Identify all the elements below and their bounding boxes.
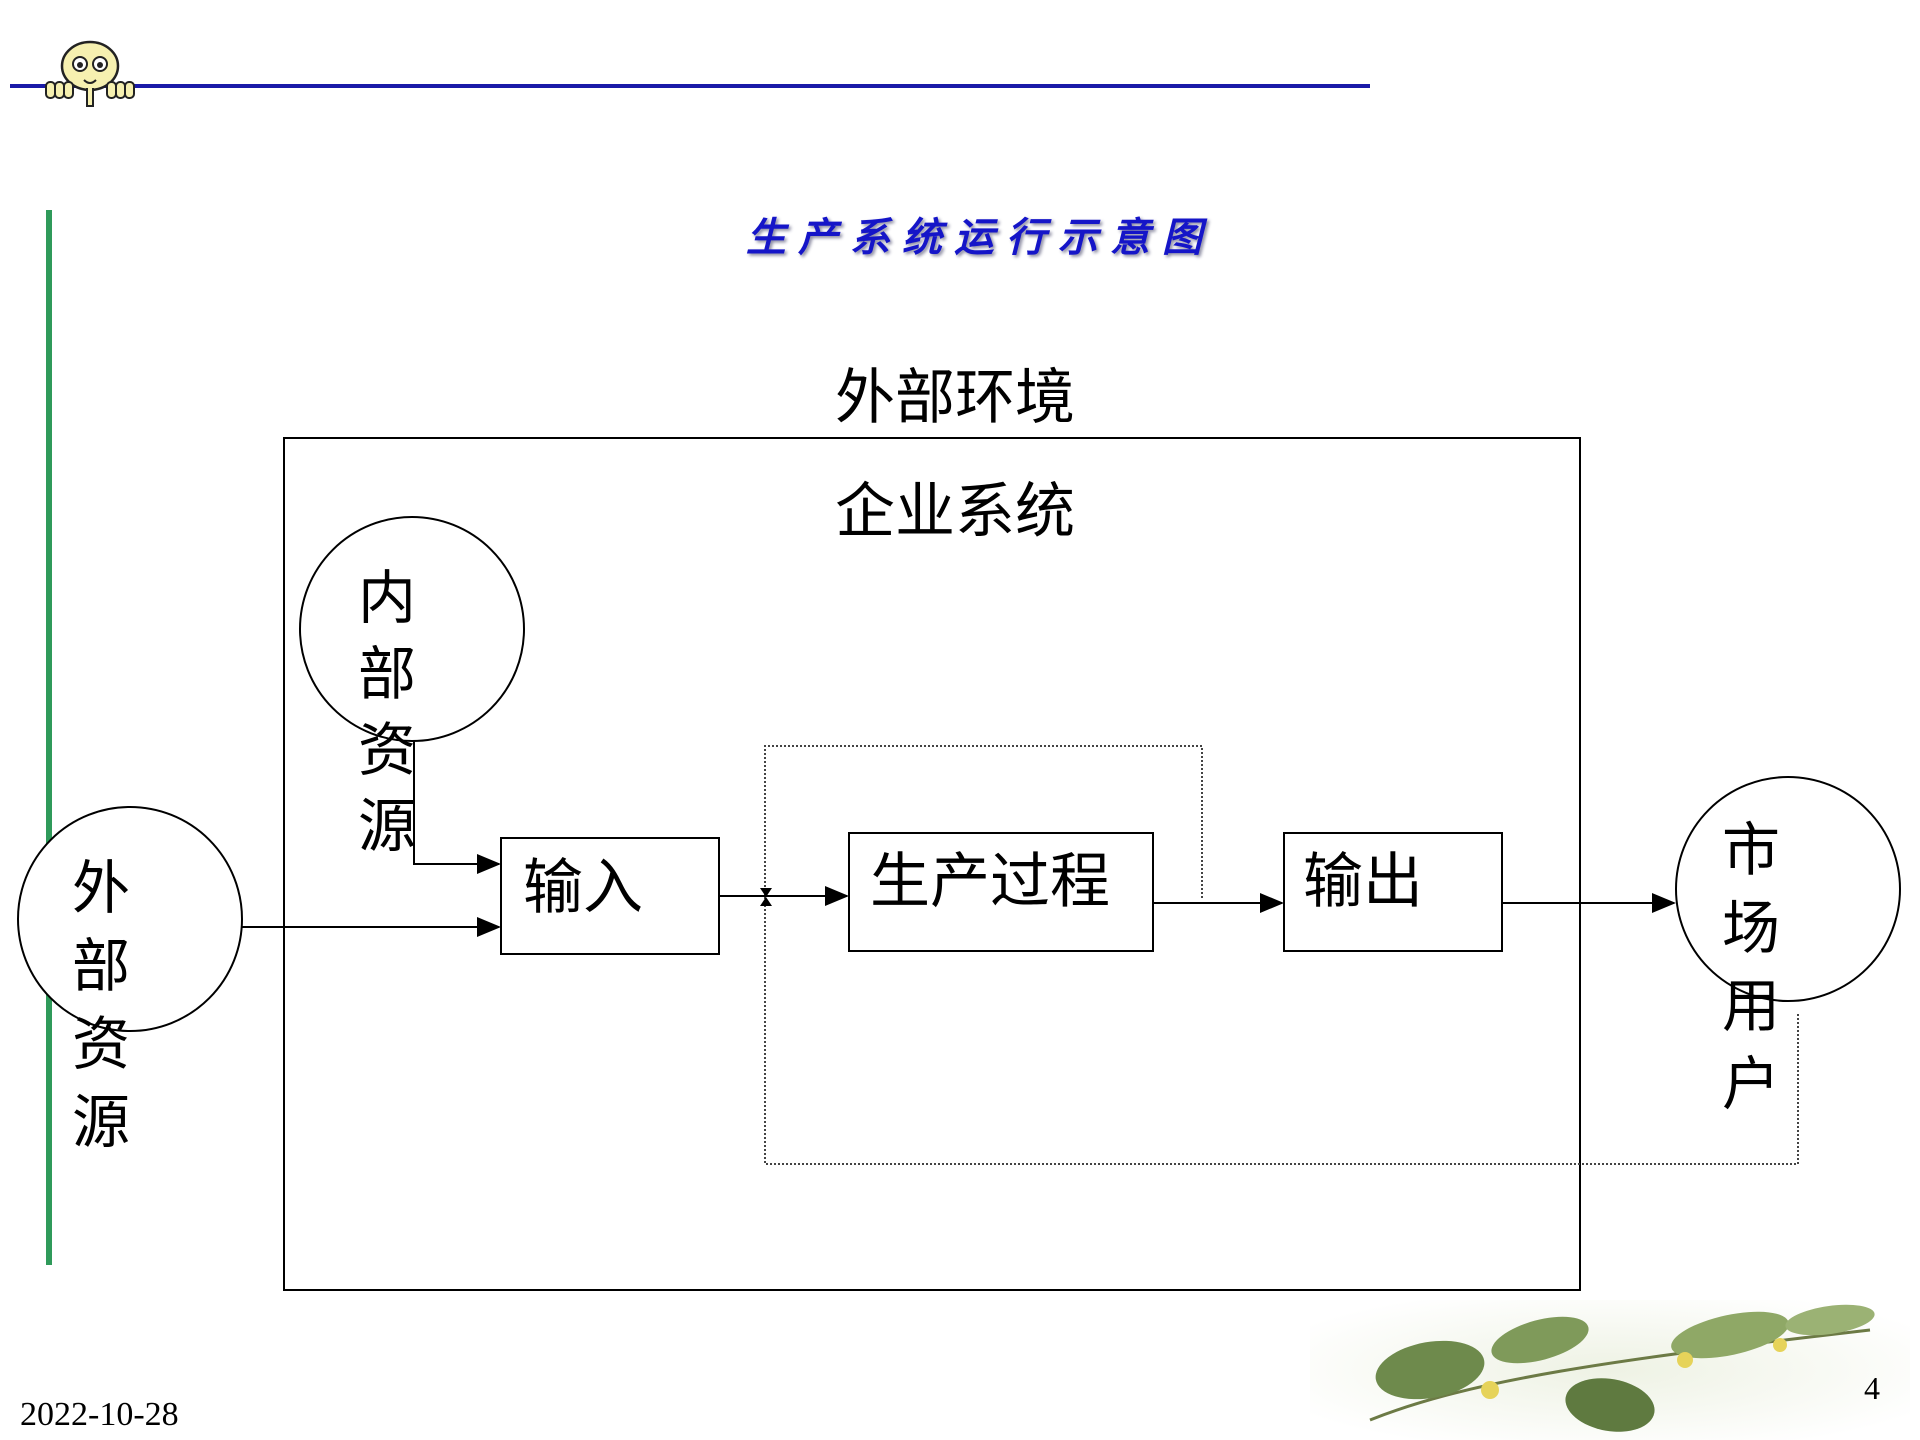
input-box bbox=[500, 837, 720, 955]
market-users-char: 场 bbox=[1722, 894, 1780, 962]
leaf-decoration bbox=[1310, 1300, 1910, 1440]
external-resources-node bbox=[17, 806, 243, 1032]
external-resources-char: 部 bbox=[72, 932, 130, 1000]
output-label: 输出 bbox=[1303, 847, 1423, 917]
market-users-char: 市 bbox=[1722, 816, 1780, 884]
external-resources-char: 外 bbox=[72, 854, 130, 922]
internal-resources-char: 资 bbox=[358, 716, 416, 784]
feedback-junction-marker bbox=[760, 888, 772, 906]
left-accent-rule bbox=[46, 210, 52, 1265]
market-users-char: 用 bbox=[1722, 972, 1780, 1040]
internal-resources-node bbox=[299, 516, 525, 742]
page-number: 4 bbox=[1864, 1370, 1880, 1406]
peeking-face-icon bbox=[45, 40, 135, 107]
system-label: 企业系统 bbox=[835, 477, 1075, 547]
external-resources-char: 源 bbox=[72, 1088, 130, 1156]
market-users-label: 市 场 用 户 bbox=[1722, 816, 1780, 1118]
input-label: 输入 bbox=[523, 853, 643, 923]
internal-resources-char: 部 bbox=[358, 640, 416, 708]
internal-resources-label: 内 部 资 源 bbox=[358, 564, 416, 860]
external-resources-label: 外 部 资 源 bbox=[72, 854, 130, 1156]
environment-label: 外部环境 bbox=[835, 363, 1075, 433]
output-box bbox=[1283, 832, 1503, 952]
enterprise-system-boundary bbox=[283, 437, 1581, 1291]
internal-resources-char: 源 bbox=[358, 792, 416, 860]
market-users-node bbox=[1675, 776, 1901, 1002]
external-resources-char: 资 bbox=[72, 1010, 130, 1078]
header-rule bbox=[10, 84, 1370, 88]
process-label: 生产过程 bbox=[870, 847, 1110, 917]
market-users-char: 户 bbox=[1722, 1050, 1780, 1118]
production-process-box bbox=[848, 832, 1154, 952]
internal-resources-char: 内 bbox=[358, 564, 416, 632]
feedback-loop bbox=[764, 745, 1799, 1165]
slide-date: 2022-10-28 bbox=[20, 1396, 179, 1433]
slide-title: 生产系统运行示意图 bbox=[746, 215, 1214, 261]
internal-to-input-arrow bbox=[413, 740, 501, 874]
